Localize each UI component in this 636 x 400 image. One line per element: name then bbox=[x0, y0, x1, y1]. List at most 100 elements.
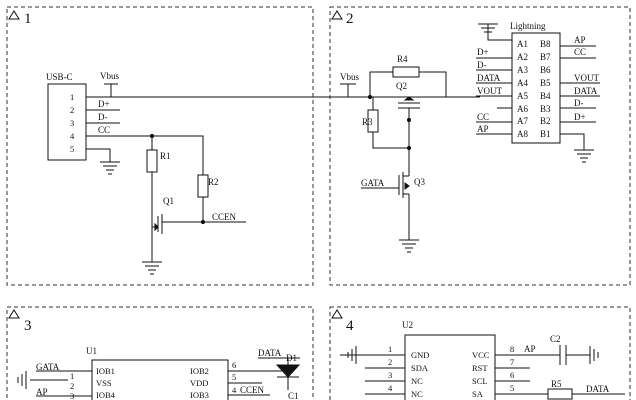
ground-symbol-c2 bbox=[589, 346, 599, 364]
usb-c-connector: USB-C 1 2 3 4 5 bbox=[46, 72, 87, 161]
lightning-signal-dplus-r: D+ bbox=[574, 112, 586, 122]
panel-4-number: 4 bbox=[346, 318, 354, 334]
u2-pin-name-7: RST bbox=[472, 363, 488, 373]
usb-c-title: USB-C bbox=[46, 72, 73, 82]
u1-pin-name-2: VSS bbox=[96, 378, 112, 388]
lightning-pin-b6: B6 bbox=[540, 65, 551, 75]
u2-pin-name-1: GND bbox=[411, 350, 429, 360]
lightning-pin-b3: B3 bbox=[540, 104, 551, 114]
c1-label: C1 bbox=[288, 391, 299, 400]
resistor-r1: R1 bbox=[146, 149, 171, 173]
usb-c-signal-cc: CC bbox=[98, 125, 110, 135]
lightning-pin-a6: A6 bbox=[517, 104, 528, 114]
lightning-pin-a3: A3 bbox=[517, 65, 528, 75]
u1-pin-name-3: IOB4 bbox=[96, 390, 116, 400]
r2-label: R2 bbox=[208, 177, 219, 187]
mosfet-q2: Q2 bbox=[396, 81, 420, 120]
usb-c-pin-2: 2 bbox=[70, 105, 74, 115]
u2-pin-name-6: SCL bbox=[472, 376, 488, 386]
panel-2: 2 bbox=[329, 6, 631, 286]
panel-2-number: 2 bbox=[346, 11, 354, 27]
ground-symbol-q1 bbox=[142, 261, 162, 275]
u2-pin-5: 5 bbox=[510, 383, 514, 393]
lightning-signal-data: DATA bbox=[477, 73, 501, 83]
u1-pin-4: 4 bbox=[232, 385, 237, 395]
u2-pin-8: 8 bbox=[510, 344, 514, 354]
lightning-signal-dplus: D+ bbox=[477, 47, 489, 57]
u2-pin-name-2: SDA bbox=[411, 363, 429, 373]
u1-pin-name-1: IOB1 bbox=[96, 366, 115, 376]
lightning-title: Lightning bbox=[510, 21, 546, 31]
ground-symbol-usb bbox=[100, 161, 120, 175]
panel-3-number: 3 bbox=[24, 318, 32, 334]
q1-label: Q1 bbox=[163, 196, 174, 206]
lightning-pin-b2: B2 bbox=[540, 116, 551, 126]
u1-pin-name-4: IOB3 bbox=[190, 390, 209, 400]
resistor-r3: R3 bbox=[362, 97, 410, 149]
q2-label: Q2 bbox=[396, 81, 407, 91]
u2-pin-1: 1 bbox=[388, 344, 392, 354]
panel-4: 4 bbox=[329, 306, 631, 400]
ground-symbol-q3 bbox=[399, 239, 419, 253]
u2-pin-name-8: VCC bbox=[472, 350, 490, 360]
lightning-pin-b4: B4 bbox=[540, 91, 551, 101]
lightning-pin-b1: B1 bbox=[540, 129, 551, 139]
u1-signal-data: DATA bbox=[258, 348, 282, 358]
panel-1: 1 bbox=[6, 6, 314, 286]
u2-pin-7: 7 bbox=[510, 357, 514, 367]
r5-label: R5 bbox=[551, 379, 562, 389]
r4-label: R4 bbox=[397, 54, 408, 64]
lightning-pin-b5: B5 bbox=[540, 78, 551, 88]
ic-u2: GND SDA NC NC VCC RST SCL SA bbox=[404, 334, 496, 400]
u1-pin-6: 6 bbox=[232, 360, 236, 370]
u1-pin-3: 3 bbox=[70, 391, 74, 400]
usb-c-pin-4: 4 bbox=[70, 131, 75, 141]
c2-label: C2 bbox=[550, 334, 561, 344]
vbus-label-2: Vbus bbox=[340, 72, 359, 82]
lightning-pin-b8: B8 bbox=[540, 39, 551, 49]
u1-pin-2: 2 bbox=[70, 381, 74, 391]
lightning-signal-cc: CC bbox=[477, 112, 489, 122]
u1-signal-ccen: CCEN bbox=[240, 385, 265, 395]
ground-symbol-u1 bbox=[17, 371, 68, 389]
u2-pin-6: 6 bbox=[510, 370, 514, 380]
lightning-pin-a2: A2 bbox=[517, 52, 528, 62]
diode-d1: D1 bbox=[275, 353, 301, 390]
panel-3: 3 bbox=[6, 306, 314, 400]
mosfet-q3: Q3 bbox=[398, 172, 425, 240]
panel-1-number: 1 bbox=[24, 11, 32, 27]
u2-pin-name-5: SA bbox=[472, 389, 484, 399]
vbus-label-1: Vbus bbox=[100, 71, 119, 81]
resistor-r2: R2 bbox=[197, 174, 219, 198]
lightning-signal-dminus-r: D- bbox=[574, 98, 584, 108]
lightning-pin-a4: A4 bbox=[517, 78, 528, 88]
r1-label: R1 bbox=[160, 151, 171, 161]
lightning-signal-ap-r: AP bbox=[574, 35, 586, 45]
u2-pin-name-3: NC bbox=[411, 376, 423, 386]
capacitor-c2: C2 bbox=[550, 334, 590, 365]
usb-c-pin-5: 5 bbox=[70, 144, 74, 154]
lightning-signal-cc-r: CC bbox=[574, 47, 586, 57]
lightning-pin-a1: A1 bbox=[517, 39, 528, 49]
lightning-pin-a8: A8 bbox=[517, 129, 528, 139]
ground-symbol-lightning-top bbox=[478, 23, 512, 41]
u1-pin-5: 5 bbox=[232, 372, 236, 382]
u1-name: U1 bbox=[86, 346, 97, 356]
u2-pin-4: 4 bbox=[388, 383, 393, 393]
ccen-label-1: CCEN bbox=[212, 212, 237, 222]
u2-pin-3: 3 bbox=[388, 370, 392, 380]
resistor-r5: R5 bbox=[547, 379, 625, 400]
usb-c-pin-1: 1 bbox=[70, 92, 74, 102]
usb-c-pin-3: 3 bbox=[70, 118, 74, 128]
capacitor-c1: C1 bbox=[288, 391, 299, 400]
usb-c-signal-dplus: D+ bbox=[98, 99, 110, 109]
u2-signal-data: DATA bbox=[586, 384, 610, 394]
lightning-signal-ap: AP bbox=[477, 124, 489, 134]
u1-signal-gata: GATA bbox=[36, 362, 60, 372]
u2-signal-ap: AP bbox=[524, 344, 536, 354]
lightning-signal-vout-r: VOUT bbox=[574, 73, 599, 83]
u2-pin-name-4: NC bbox=[411, 389, 423, 399]
ic-u1: 1 2 3 IOB1 VSS IOB4 IOB2 VDD IOB3 bbox=[70, 359, 229, 400]
mosfet-q1: Q1 bbox=[152, 196, 174, 234]
